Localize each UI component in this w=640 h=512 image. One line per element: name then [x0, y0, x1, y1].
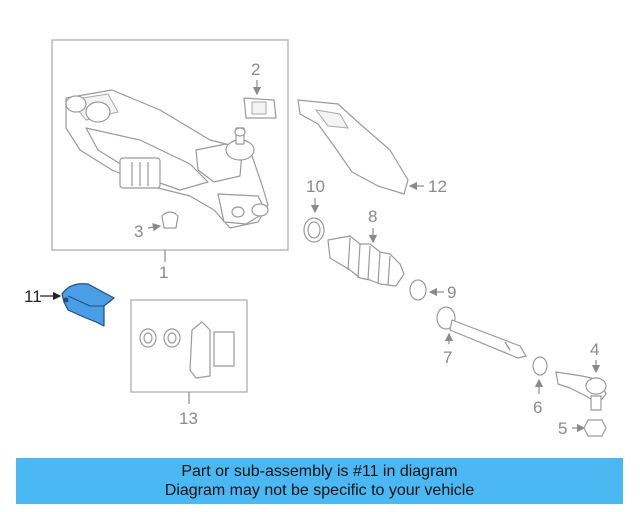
- assembly-frame: [51, 39, 289, 251]
- part-3-bolt[interactable]: [147, 211, 179, 232]
- callout-4: 4: [590, 340, 599, 359]
- callout-5: 5: [558, 419, 567, 438]
- part-13-repair-kit[interactable]: [139, 321, 235, 379]
- banner-line-1: Part or sub-assembly is #11 in diagram: [181, 463, 458, 480]
- callout-8: 8: [368, 207, 377, 226]
- part-8-boot[interactable]: [327, 235, 405, 287]
- part-7-inner-tie-rod[interactable]: [436, 306, 527, 359]
- info-banner: Part or sub-assembly is #11 in diagram D…: [16, 458, 623, 504]
- callout-9: 9: [447, 283, 456, 302]
- part-6-nut[interactable]: [532, 356, 548, 376]
- part-9-clamp[interactable]: [409, 279, 427, 301]
- part-2-mount[interactable]: [243, 97, 277, 119]
- callout-1: 1: [159, 263, 168, 282]
- callout-2: 2: [251, 60, 260, 79]
- callout-6: 6: [533, 398, 542, 417]
- part-10-clamp[interactable]: [303, 217, 325, 243]
- part-11-bracket[interactable]: [61, 283, 115, 327]
- parts-diagram: 3 1 2 12 10 8 9 7 6: [24, 39, 607, 438]
- callout-7: 7: [443, 348, 452, 367]
- part-4-tie-rod-end[interactable]: [555, 371, 607, 411]
- part-12-heat-shield[interactable]: [297, 99, 409, 195]
- callout-10: 10: [306, 177, 325, 196]
- callout-11: 11: [24, 287, 42, 306]
- part-5-nut[interactable]: [583, 419, 607, 437]
- callout-3: 3: [134, 222, 143, 241]
- steering-gear-assembly[interactable]: [65, 89, 269, 229]
- banner-line-2: Diagram may not be specific to your vehi…: [164, 482, 475, 499]
- callout-12: 12: [428, 177, 447, 196]
- callout-13: 13: [179, 409, 198, 428]
